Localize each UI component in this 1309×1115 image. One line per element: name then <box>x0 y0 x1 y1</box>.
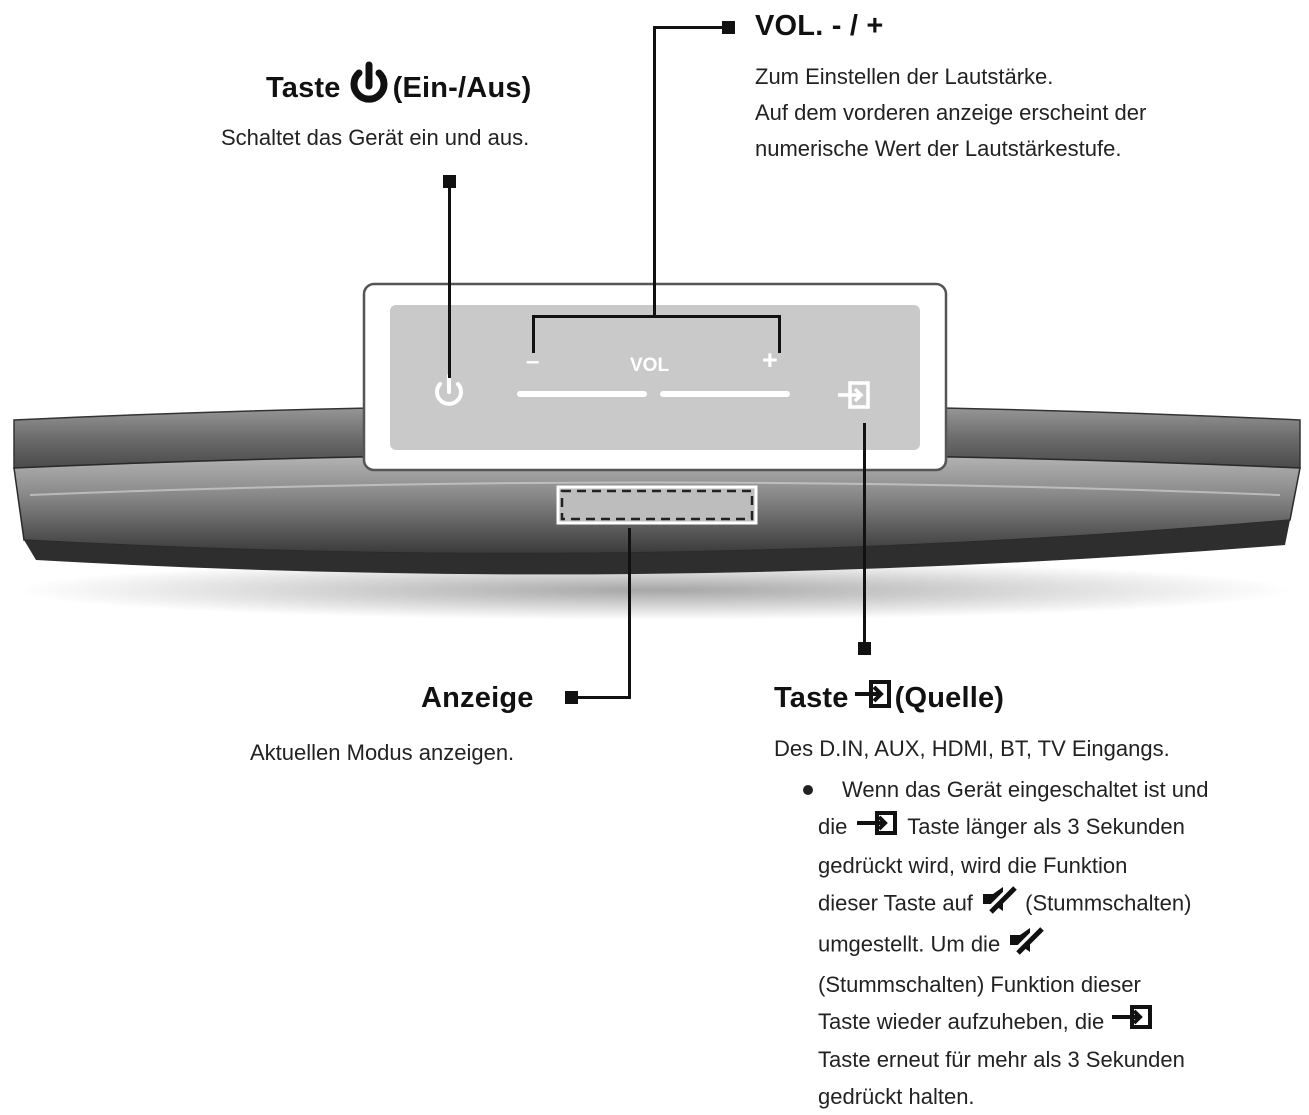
source-callout-description: Des D.IN, AUX, HDMI, BT, TV Eingangs. <box>774 736 1170 761</box>
power-title-suffix: (Ein-/Aus) <box>392 71 532 104</box>
vol-desc-line-3: numerische Wert der Lautstärkestufe. <box>755 136 1122 161</box>
vol-plus-strip <box>660 391 790 397</box>
source-leader-marker <box>858 642 871 655</box>
source-callout-title: Taste (Quelle) <box>774 678 1004 718</box>
note-line-8: Taste erneut für mehr als 3 Sekunden <box>818 1047 1185 1073</box>
note-line-5: umgestellt. Um die <box>818 924 1288 966</box>
note-line-1: Wenn das Gerät eingeschaltet ist und <box>842 777 1209 802</box>
source-leader-line <box>863 423 866 645</box>
note-line-4: dieser Taste auf (Stummschalten) <box>818 883 1288 925</box>
note-line-6: (Stummschalten) Funktion dieser <box>818 971 1141 997</box>
bar-shadow <box>14 560 1294 620</box>
source-input-icon <box>1110 1004 1154 1041</box>
vol-desc-line-1: Zum Einstellen der Lautstärke. <box>755 64 1054 89</box>
source-note: Wenn das Gerät eingeschaltet ist und die… <box>818 771 1288 1115</box>
bar-bottom-lip <box>24 520 1290 575</box>
source-note-bullet <box>803 785 813 795</box>
mute-icon <box>979 883 1019 925</box>
mute-icon <box>1006 924 1046 966</box>
display-leader-marker <box>565 691 578 704</box>
vol-bracket-right <box>778 315 781 353</box>
display-leader-horizontal <box>573 696 631 699</box>
power-leader-line <box>448 182 451 378</box>
vol-bracket-left <box>532 315 535 353</box>
source-input-icon <box>854 678 893 718</box>
vol-bracket-top <box>532 315 781 318</box>
panel-source-glyph <box>838 381 870 409</box>
panel-minus-label: – <box>526 348 540 375</box>
panel-power-glyph <box>435 374 463 406</box>
note-line-7: Taste wieder aufzuheben, die <box>818 1003 1288 1042</box>
panel-vol-label: VOL <box>630 355 670 376</box>
vol-desc-line-2: Auf dem vorderen anzeige erscheint der <box>755 100 1147 125</box>
power-callout-title: Taste (Ein-/Aus) <box>266 61 532 112</box>
source-title-suffix: (Quelle) <box>894 681 1005 714</box>
note-line-2: die Taste länger als 3 Sekunden <box>818 808 1288 847</box>
vol-leader-horizontal <box>653 26 725 29</box>
power-icon <box>349 61 389 112</box>
vol-callout-title: VOL. - / + <box>755 10 884 42</box>
vol-callout-description: Zum Einstellen der Lautstärke. Auf dem v… <box>755 59 1146 167</box>
note-line-9: gedrückt halten. <box>818 1084 975 1110</box>
display-window <box>556 485 758 525</box>
power-title-prefix: Taste <box>266 71 341 104</box>
control-panel-surface <box>390 305 920 450</box>
display-callout-title: Anzeige <box>421 682 534 714</box>
vol-minus-strip <box>517 391 647 397</box>
power-callout-description: Schaltet das Gerät ein und aus. <box>221 125 530 150</box>
vol-leader-marker <box>722 21 735 34</box>
display-leader-vertical <box>628 528 631 699</box>
source-input-icon <box>855 810 899 847</box>
source-title-prefix: Taste <box>774 681 849 714</box>
vol-leader-vertical <box>653 26 656 317</box>
power-leader-marker <box>443 175 456 188</box>
panel-plus-label: + <box>762 345 778 375</box>
note-line-3: gedrückt wird, wird die Funktion <box>818 852 1128 878</box>
display-callout-description: Aktuellen Modus anzeigen. <box>250 740 515 765</box>
